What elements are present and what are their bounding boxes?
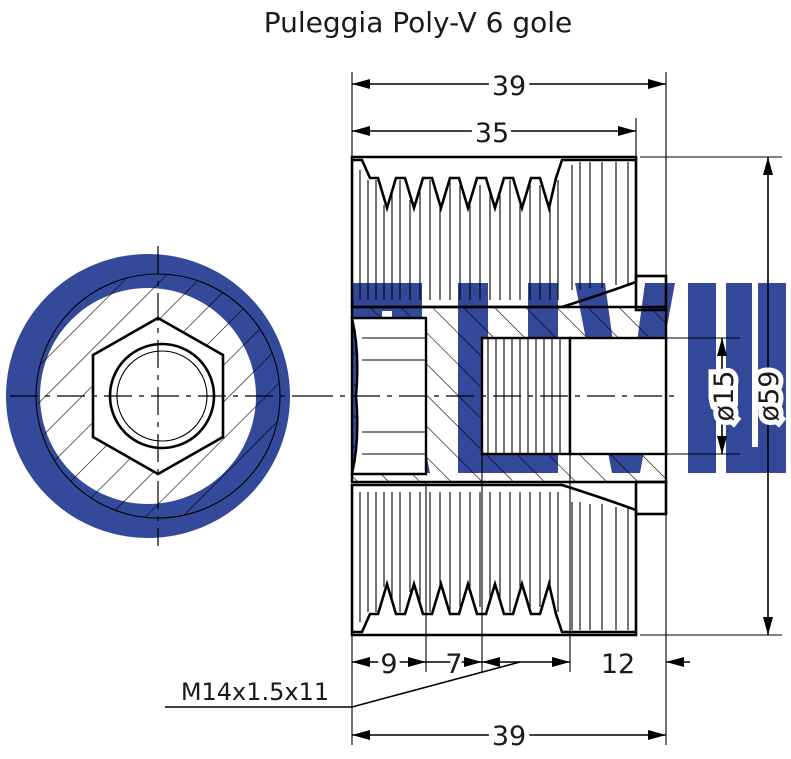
dim-grooved-width: 35 (475, 118, 509, 149)
pulley-side-view (305, 155, 680, 637)
drawing-title: Puleggia Poly-V 6 gole (264, 6, 573, 39)
dim-segment-c: 12 (601, 649, 635, 680)
pulley-end-view (10, 246, 305, 546)
thread-spec-callout: M14x1.5x11 (181, 678, 329, 706)
dim-overall-width-top: 39 (492, 71, 526, 102)
dim-segment-a: 9 (380, 649, 397, 680)
dim-bore-diameter: ø15 (709, 371, 740, 422)
dim-segment-b: 7 (445, 649, 462, 680)
dimension-lines (165, 72, 782, 745)
dim-overall-width-bottom: 39 (492, 721, 526, 752)
dim-outer-diameter: ø59 (754, 371, 785, 422)
